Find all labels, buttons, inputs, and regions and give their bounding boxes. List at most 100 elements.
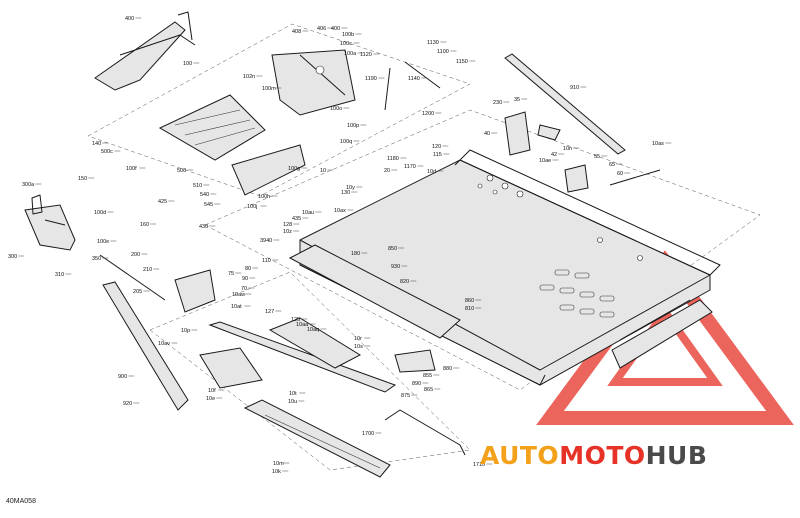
callout-c66: 300 [8, 254, 17, 260]
callout-c53: 160 [140, 222, 149, 228]
callout-c62: 10z [283, 229, 292, 235]
callout-c3: 408 [292, 29, 301, 35]
callout-c38: 540 [200, 192, 209, 198]
callout-c94: 10e [206, 396, 215, 402]
strut-210 [99, 254, 166, 301]
callout-c65: 930 [391, 264, 400, 270]
callout-c43: 10 [320, 168, 326, 174]
callout-c45: 120 [432, 144, 441, 150]
callout-c14: 1140 [408, 76, 420, 82]
bent-tube-1700 [384, 409, 466, 456]
callout-c27: 10ae [539, 158, 551, 164]
callout-c48: 1170 [404, 164, 416, 170]
callout-c46: 115 [433, 152, 442, 158]
callout-c86: 10aa [296, 322, 309, 328]
upper-panel [158, 94, 266, 161]
callout-c22: 230 [493, 100, 502, 106]
callout-c39: 545 [204, 202, 213, 208]
document-code: 40MA058 [6, 498, 36, 505]
callout-c78: 820 [400, 279, 409, 285]
callout-c24: 40 [484, 131, 490, 137]
callout-c100: 10u [288, 399, 297, 405]
callout-c105: 10k [272, 469, 281, 475]
upper-column-assembly [271, 49, 356, 116]
callout-c50: 300a [22, 182, 35, 188]
callout-c32: 140 [92, 141, 101, 147]
callout-c96: 890 [412, 381, 421, 387]
callout-c18: 100o [330, 106, 342, 112]
callout-c29: 10as [652, 141, 664, 147]
callout-c26: 42 [551, 152, 557, 158]
callout-c7: 100c [340, 41, 352, 47]
callout-c57: 10y [346, 185, 355, 191]
callout-c23: 35 [514, 97, 520, 103]
callout-c1: 400 [125, 16, 134, 22]
callout-c59: 10au [302, 210, 314, 216]
callout-c61: 128 [283, 222, 292, 228]
right-brackets [504, 111, 661, 193]
tie-rods [384, 61, 441, 111]
automotohub-watermark: AUTO MOTO HUB [480, 440, 707, 470]
tunnel-frame [299, 149, 721, 386]
callout-c16: 102n [243, 74, 255, 80]
assembly-outline-front [87, 23, 471, 197]
callout-c47: 20 [384, 168, 390, 174]
callout-c9: 1120 [360, 52, 372, 58]
callout-c40: 100g [288, 166, 300, 172]
rear-cross-frame [611, 299, 713, 369]
vented-plate [174, 269, 216, 313]
callout-c33: 500c [101, 149, 113, 155]
tunnel-side-holes [477, 174, 643, 261]
callout-c91: 880 [443, 366, 452, 372]
callout-c67: 350 [92, 256, 101, 262]
callout-c79: 10aw [232, 292, 245, 298]
callout-c89: 10r [354, 336, 362, 342]
callout-c77: 70 [241, 286, 247, 292]
callout-c56: 130 [341, 190, 350, 196]
callout-c84: 810 [465, 306, 474, 312]
side-rail-900 [102, 281, 189, 411]
callout-c34: 150 [78, 176, 87, 182]
callout-c74: 75 [228, 271, 234, 277]
callout-c75: 80 [245, 266, 251, 272]
callout-c99: 10t [289, 391, 297, 397]
callout-c76: 90 [242, 276, 248, 282]
callout-c73: 110 [262, 258, 271, 264]
callout-c55: 430 [199, 224, 208, 230]
callout-c80: 10at [231, 304, 242, 310]
callout-c42: 100j [247, 204, 257, 210]
callout-c17: 100m [262, 86, 276, 92]
callout-c36: 500 [177, 168, 186, 174]
watermark-part-moto: MOTO [559, 440, 646, 470]
callout-c52: 425 [158, 199, 167, 205]
left-chassis-members [199, 244, 461, 389]
steering-bracket [94, 11, 196, 91]
callout-c103: 1710 [473, 462, 485, 468]
callout-c70: 205 [133, 289, 142, 295]
callout-c64: 850 [388, 246, 397, 252]
front-subframe-left [24, 194, 76, 251]
callout-c93: 10f [208, 388, 216, 394]
callout-c35: 100f [126, 166, 137, 172]
callout-c31: 65 [609, 162, 615, 168]
callout-c11: 1100 [437, 49, 449, 55]
callout-c102: 1700 [362, 431, 374, 437]
callout-c19: 100p [347, 123, 359, 129]
callout-c104: 10m [273, 461, 284, 467]
callout-c60: 435 [292, 216, 301, 222]
callout-c87: 10aq [307, 327, 319, 333]
callout-c90: 10s [354, 344, 363, 350]
rail-rod-910 [504, 53, 626, 155]
callout-c8: 100a [344, 51, 357, 57]
callout-c63: 3940 [260, 238, 272, 244]
callout-c6: 100b [342, 32, 354, 38]
callout-c10: 1130 [427, 40, 439, 46]
callout-c68: 200 [131, 252, 140, 258]
tunnel-vent-slots [539, 269, 615, 318]
callout-c21: 1200 [422, 111, 434, 117]
callout-c92: 900 [118, 374, 127, 380]
callout-c44: 1180 [387, 156, 399, 162]
callout-c37: 510 [193, 183, 202, 189]
callout-c54: 100e [97, 239, 109, 245]
